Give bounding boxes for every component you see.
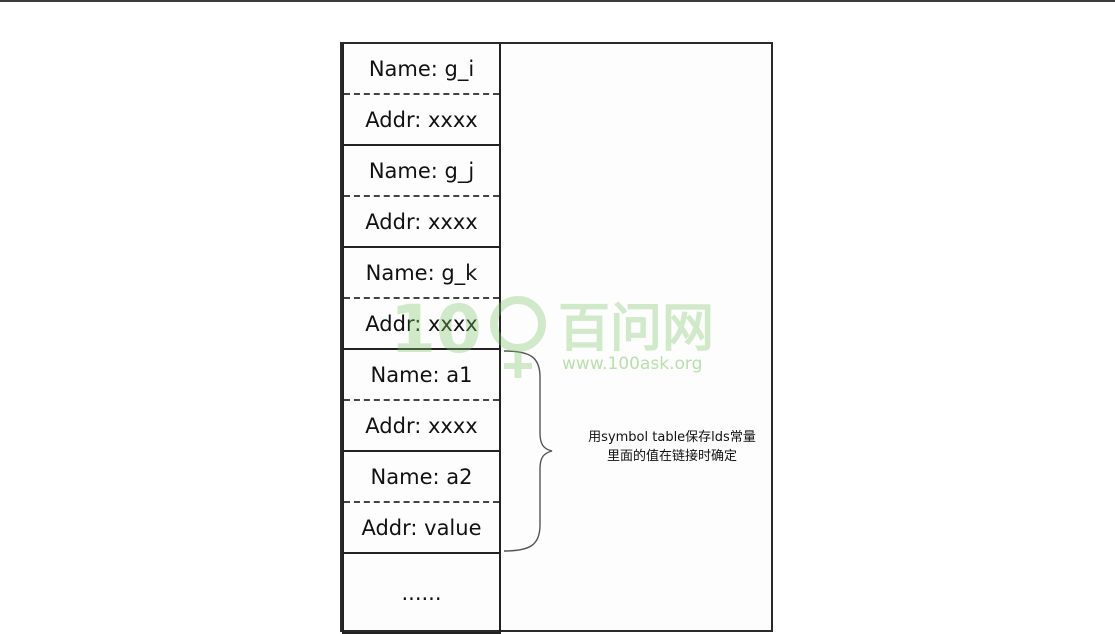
curly-brace-icon	[503, 350, 553, 552]
table-row: Addr: xxxx	[344, 197, 499, 248]
watermark-logo: 10 百问网	[390, 291, 714, 378]
table-row: Addr: xxxx	[344, 299, 499, 350]
diagram-frame	[340, 42, 773, 632]
svg-text:10: 10	[390, 291, 482, 368]
table-row: Name: g_k	[344, 248, 499, 299]
svg-text:百问网: 百问网	[558, 299, 714, 359]
table-row: Addr: xxxx	[344, 401, 499, 452]
table-row-ellipsis: ......	[344, 554, 499, 634]
annotation-text: 用symbol table保存lds常量 里面的值在链接时确定	[552, 428, 792, 466]
table-row: Addr: xxxx	[344, 95, 499, 146]
top-rule	[0, 0, 1115, 2]
table-row: Name: g_i	[344, 44, 499, 95]
annotation-line: 用symbol table保存lds常量	[588, 430, 756, 445]
annotation-line: 里面的值在链接时确定	[606, 449, 737, 464]
watermark-url: www.100ask.org	[562, 354, 703, 374]
table-row: Addr: value	[344, 503, 499, 554]
table-row: Name: g_j	[344, 146, 499, 197]
symbol-table: Name: g_i Addr: xxxx Name: g_j Addr: xxx…	[342, 44, 501, 634]
table-row: Name: a2	[344, 452, 499, 503]
table-row: Name: a1	[344, 350, 499, 401]
